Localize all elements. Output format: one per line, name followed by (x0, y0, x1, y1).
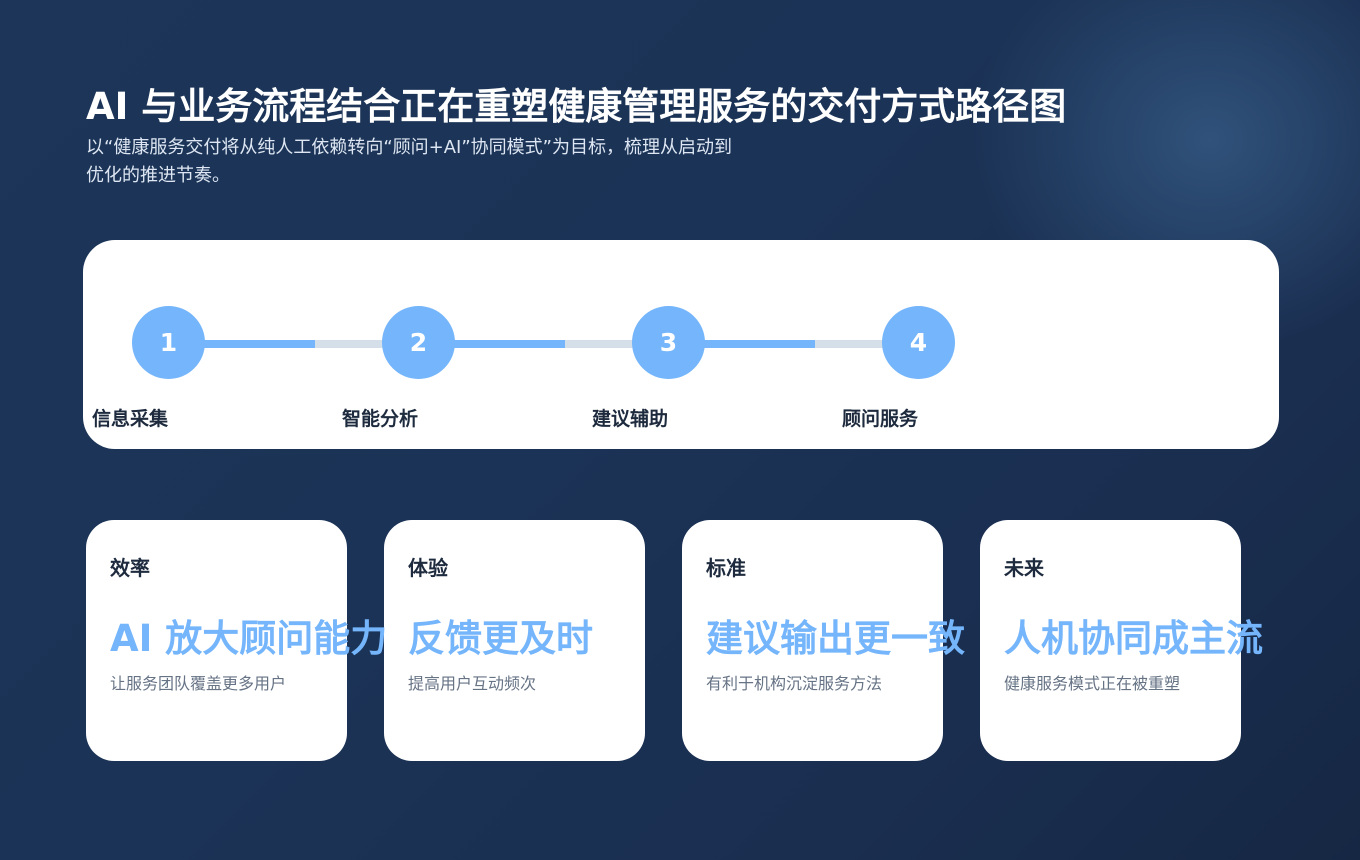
step-node-2: 2 (382, 306, 455, 379)
card-tag: 体验 (408, 556, 448, 580)
step-node-1: 1 (132, 306, 205, 379)
card-tag: 效率 (110, 556, 150, 580)
insight-card-standard: 标准 建议输出更一致 有利于机构沉淀服务方法 (682, 520, 965, 761)
card-description: 让服务团队覆盖更多用户 (110, 674, 287, 693)
step-label-4: 顾问服务 (842, 408, 919, 430)
card-tag: 标准 (706, 556, 746, 580)
subtitle-line-1: 以“健康服务交付将从纯人工依赖转向“顾问+AI”协同模式”为目标，梳理从启动到 (86, 137, 733, 158)
page-subtitle: 以“健康服务交付将从纯人工依赖转向“顾问+AI”协同模式”为目标，梳理从启动到 … (86, 134, 866, 190)
step-node-4: 4 (882, 306, 955, 379)
insight-card-future: 未来 人机协同成主流 健康服务模式正在被重塑 (980, 520, 1263, 761)
connector-2-3-progress (449, 340, 565, 348)
card-tag: 未来 (1004, 556, 1044, 580)
insight-card-experience: 体验 反馈更及时 提高用户互动频次 (384, 520, 645, 761)
timeline-panel: 1 2 3 4 信息采集 智能分析 建议辅助 顾问服务 (83, 240, 1279, 449)
connector-1-2-progress (199, 340, 315, 348)
connector-2-3-remaining (565, 340, 635, 348)
card-description: 健康服务模式正在被重塑 (1004, 674, 1181, 693)
subtitle-line-2: 优化的推进节奏。 (86, 165, 230, 186)
connector-1-2-remaining (315, 340, 385, 348)
card-headline: AI 放大顾问能力 (110, 617, 388, 660)
insight-card-efficiency: 效率 AI 放大顾问能力 让服务团队覆盖更多用户 (86, 520, 387, 761)
step-label-1: 信息采集 (92, 408, 169, 430)
connector-3-4-remaining (815, 340, 885, 348)
page-title: AI 与业务流程结合正在重塑健康管理服务的交付方式路径图 (86, 85, 1067, 128)
step-node-3: 3 (632, 306, 705, 379)
card-description: 有利于机构沉淀服务方法 (706, 674, 883, 693)
card-headline: 建议输出更一致 (706, 617, 965, 660)
step-label-3: 建议辅助 (592, 408, 669, 430)
step-label-2: 智能分析 (342, 408, 419, 430)
connector-3-4-progress (699, 340, 815, 348)
card-description: 提高用户互动频次 (408, 674, 537, 693)
card-headline: 反馈更及时 (408, 617, 593, 660)
card-headline: 人机协同成主流 (1004, 617, 1263, 660)
